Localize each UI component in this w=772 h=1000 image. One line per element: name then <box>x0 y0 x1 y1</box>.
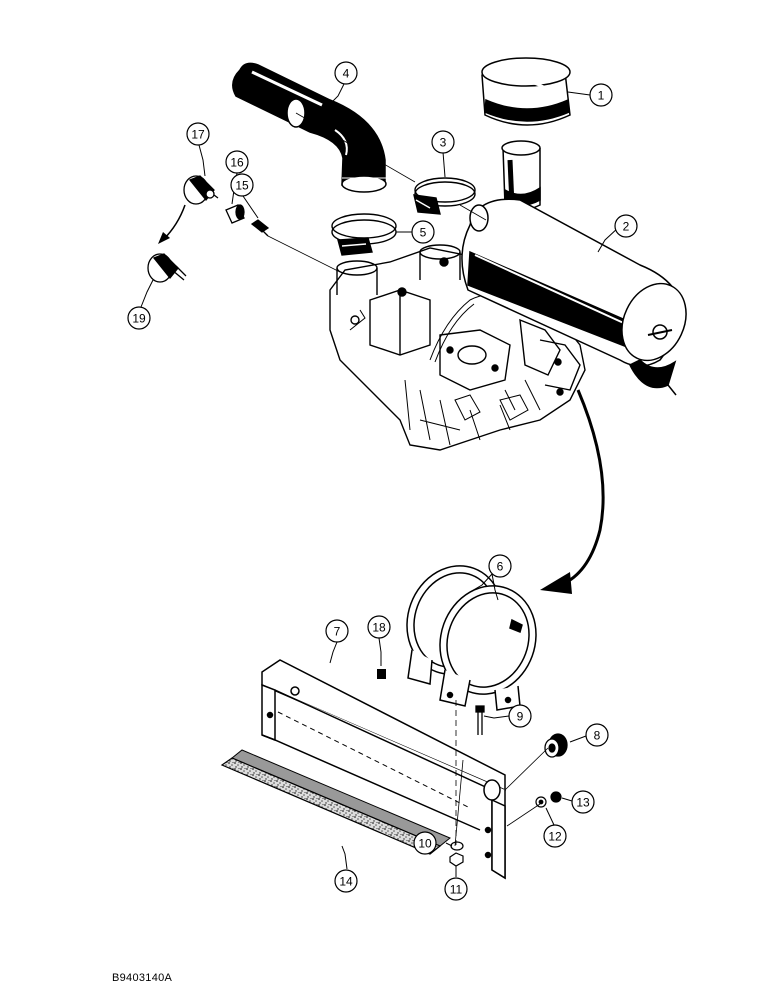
grommet <box>544 733 568 758</box>
callout-label: 2 <box>623 220 630 234</box>
callout-label: 15 <box>235 179 249 193</box>
restriction-indicator <box>183 175 219 205</box>
callout-15: 15 <box>230 173 254 197</box>
spacer <box>377 669 386 679</box>
callout-18: 18 <box>367 615 391 639</box>
callout-label: 10 <box>418 837 432 851</box>
callout-3: 3 <box>431 130 455 154</box>
callout-12: 12 <box>543 824 567 848</box>
callout-9: 9 <box>508 704 532 728</box>
callout-leaders <box>140 83 620 877</box>
nut <box>449 852 464 867</box>
callout-label: 9 <box>517 710 524 724</box>
figure-code: B9403140A <box>112 972 173 984</box>
callout-label: 6 <box>497 560 504 574</box>
callout-16: 16 <box>225 150 249 174</box>
engine-block <box>329 244 586 451</box>
callout-label: 5 <box>420 226 427 240</box>
callout-6: 6 <box>488 554 512 578</box>
callout-1: 1 <box>589 83 613 107</box>
bolt <box>475 705 485 735</box>
callout-label: 12 <box>548 830 562 844</box>
callout-label: 13 <box>576 796 590 810</box>
lock-washer <box>450 841 464 851</box>
alternate-arrow <box>162 204 186 241</box>
callout-label: 7 <box>334 625 341 639</box>
callout-label: 1 <box>598 89 605 103</box>
fitting <box>250 219 270 237</box>
callout-2: 2 <box>614 214 638 238</box>
callout-4: 4 <box>334 61 358 85</box>
nut-small <box>550 791 562 803</box>
callout-8: 8 <box>585 723 609 747</box>
intake-hose <box>232 62 387 193</box>
hose-clamp-upper <box>413 177 476 215</box>
insulation-strip <box>220 749 451 855</box>
callout-label: 17 <box>191 128 205 142</box>
callout-label: 16 <box>230 156 244 170</box>
callout-label: 18 <box>372 621 386 635</box>
callout-label: 3 <box>440 136 447 150</box>
callout-11: 11 <box>444 877 468 901</box>
callout-label: 11 <box>450 883 463 897</box>
mounting-bands <box>406 565 537 711</box>
mounting-bracket <box>261 659 506 880</box>
callout-5: 5 <box>411 220 435 244</box>
callout-label: 14 <box>339 875 353 889</box>
mounting-arrow <box>540 389 605 594</box>
callout-19: 19 <box>127 306 151 330</box>
callout-14: 14 <box>334 869 358 893</box>
air-cleaner-housing <box>461 140 687 396</box>
indicator-alternate <box>147 253 187 283</box>
callout-label: 19 <box>132 312 146 326</box>
callout-label: 4 <box>343 67 350 81</box>
callout-17: 17 <box>186 122 210 146</box>
washer <box>535 796 547 808</box>
hose-clamp-lower <box>331 213 397 256</box>
callout-10: 10 <box>413 831 437 855</box>
callout-7: 7 <box>325 619 349 643</box>
alignment-lines <box>267 112 549 847</box>
adapter <box>225 204 245 224</box>
callout-label: 8 <box>594 729 601 743</box>
callout-13: 13 <box>571 790 595 814</box>
precleaner-cap <box>481 57 571 126</box>
